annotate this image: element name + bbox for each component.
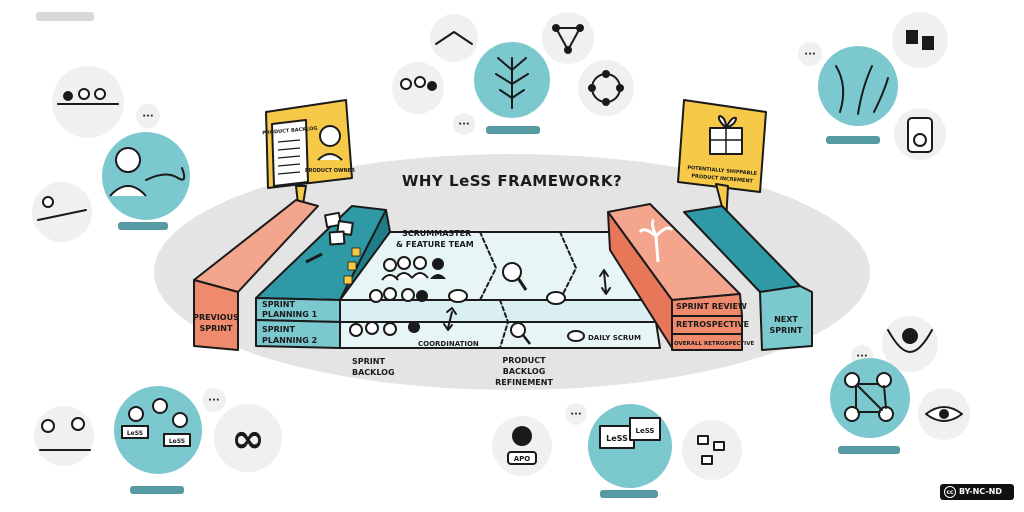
- product-owner-icon: [317, 125, 343, 161]
- diagram-title: WHY LeSS FRAMEWORK?: [402, 172, 622, 190]
- satellite-ellipsis-3: ···: [453, 113, 475, 135]
- caption-scribble-4: [826, 136, 880, 144]
- previous-sprint-label-line1: PREVIOUS: [193, 313, 239, 322]
- satellite-ellipsis-4: ···: [798, 42, 822, 66]
- previous-sprint-label-line2: SPRINT: [200, 324, 233, 333]
- gift-icon: [709, 115, 743, 155]
- satellite-waving-person: [882, 316, 938, 372]
- svg-text:···: ···: [458, 119, 469, 130]
- caption-scribble-3: [486, 126, 540, 134]
- satellite-team-boxes: LeSS LeSS: [588, 404, 672, 488]
- svg-text:···: ···: [804, 49, 815, 60]
- sprint-planning-1-line2: PLANNING 1: [262, 310, 318, 319]
- apo-badge: APO: [514, 455, 531, 463]
- magnifier-icon-small: [510, 322, 531, 345]
- magnifier-icon: [502, 262, 528, 291]
- satellite-eye: [918, 388, 970, 440]
- license-label: BY-NC-ND: [959, 487, 1003, 496]
- pbr-label-line1: PRODUCT: [502, 356, 546, 365]
- sprint-planning-2-line1: SPRINT: [262, 325, 295, 334]
- satellite-ellipsis-2: ···: [202, 388, 226, 412]
- svg-text:···: ···: [570, 409, 581, 420]
- caption-scribble-2: [130, 486, 184, 494]
- scrummaster-label-line2: & FEATURE TEAM: [396, 240, 474, 249]
- previous-sprint-block: PREVIOUS SPRINT: [193, 199, 319, 351]
- sticky-notes: [305, 211, 361, 285]
- satellite-feature-team-lead: [102, 132, 190, 220]
- satellite-scattered-notes: [682, 420, 742, 480]
- satellite-cycle: [578, 60, 634, 116]
- team-box-2-label: LeSS: [636, 427, 655, 435]
- daily-scrum-label: DAILY SCRUM: [588, 334, 641, 342]
- satellite-less-teams: LeSS LeSS: [114, 386, 202, 474]
- next-sprint-label-line2: SPRINT: [770, 326, 803, 335]
- retrospective-label: RETROSPECTIVE: [676, 320, 749, 329]
- product-owner-board: PRODUCT BACKLOG PRODUCT OWNER: [262, 99, 355, 223]
- satellite-ellipsis-5: ···: [565, 403, 587, 425]
- team-people-row-3: [349, 321, 420, 337]
- satellite-meeting-table: [52, 66, 124, 138]
- satellite-handshake: [430, 14, 478, 62]
- satellite-network-triangle: [542, 12, 594, 64]
- review-retro-block: SPRINT REVIEW RETROSPECTIVE OVERALL RETR…: [607, 203, 754, 351]
- satellite-group-faces: [392, 62, 444, 114]
- sprint-review-label: SPRINT REVIEW: [676, 302, 747, 311]
- team-box-1-label: LeSS: [606, 434, 628, 443]
- satellite-ellipsis-1: ···: [136, 104, 160, 128]
- pbr-label-line3: REFINEMENT: [495, 378, 553, 387]
- satellite-puzzle: [892, 12, 948, 68]
- infinity-icon: ∞: [231, 416, 264, 462]
- up-down-arrow-icon-right: [599, 269, 611, 295]
- satellite-conversation: [34, 406, 94, 466]
- backlog-list-lines: [277, 139, 301, 175]
- increment-label-line2: PRODUCT INCREMENT: [691, 173, 754, 184]
- palm-tree-icon: [638, 218, 674, 263]
- caption-scribble-1: [118, 222, 168, 230]
- satellite-growth: [818, 46, 898, 126]
- team-people-row-2: [369, 287, 428, 303]
- increment-board: POTENTIALLY SHIPPABLE PRODUCT INCREMENT: [677, 99, 767, 223]
- team-people-row-1: [381, 256, 446, 281]
- scrummaster-label-line1: SCRUMMASTER: [402, 229, 471, 238]
- pbr-label-line2: BACKLOG: [503, 367, 546, 376]
- sprint-planning-1-line1: SPRINT: [262, 300, 295, 309]
- satellite-infinity: ∞: [214, 404, 282, 472]
- svg-text:···: ···: [208, 395, 219, 406]
- product-owner-label: PRODUCT OWNER: [305, 168, 355, 174]
- speech-bubble-icons: [448, 289, 585, 342]
- svg-text:···: ···: [142, 111, 153, 122]
- satellite-seesaw: [32, 182, 92, 242]
- overall-retrospective-label: OVERALL RETROSPECTIVE: [674, 341, 754, 347]
- caption-scribble-6: [838, 446, 900, 454]
- satellite-network: [830, 358, 910, 438]
- cc-icon: cc: [944, 485, 956, 498]
- satellite-apo: APO: [492, 416, 552, 476]
- next-sprint-block: NEXT SPRINT: [683, 205, 813, 351]
- sprint-floor: [339, 231, 661, 349]
- sprint-planning-2-line2: PLANNING 2: [262, 336, 317, 345]
- svg-text:···: ···: [856, 351, 867, 362]
- caption-scribble-5: [600, 490, 658, 498]
- sprint-backlog-label-line1: SPRINT: [352, 357, 385, 366]
- top-left-label-scribble: [36, 12, 94, 21]
- team-badge-lo: LeSS: [127, 430, 143, 437]
- coordination-label: COORDINATION: [418, 340, 479, 348]
- up-down-arrow-icon: [443, 307, 457, 331]
- satellite-tree: [474, 42, 550, 118]
- sprint-backlog-label-line2: BACKLOG: [352, 368, 395, 377]
- team-badge-ls: LeSS: [169, 438, 185, 445]
- next-sprint-label-line1: NEXT: [774, 315, 798, 324]
- satellite-device: [894, 108, 946, 160]
- product-backlog-label: PRODUCT BACKLOG: [262, 126, 318, 137]
